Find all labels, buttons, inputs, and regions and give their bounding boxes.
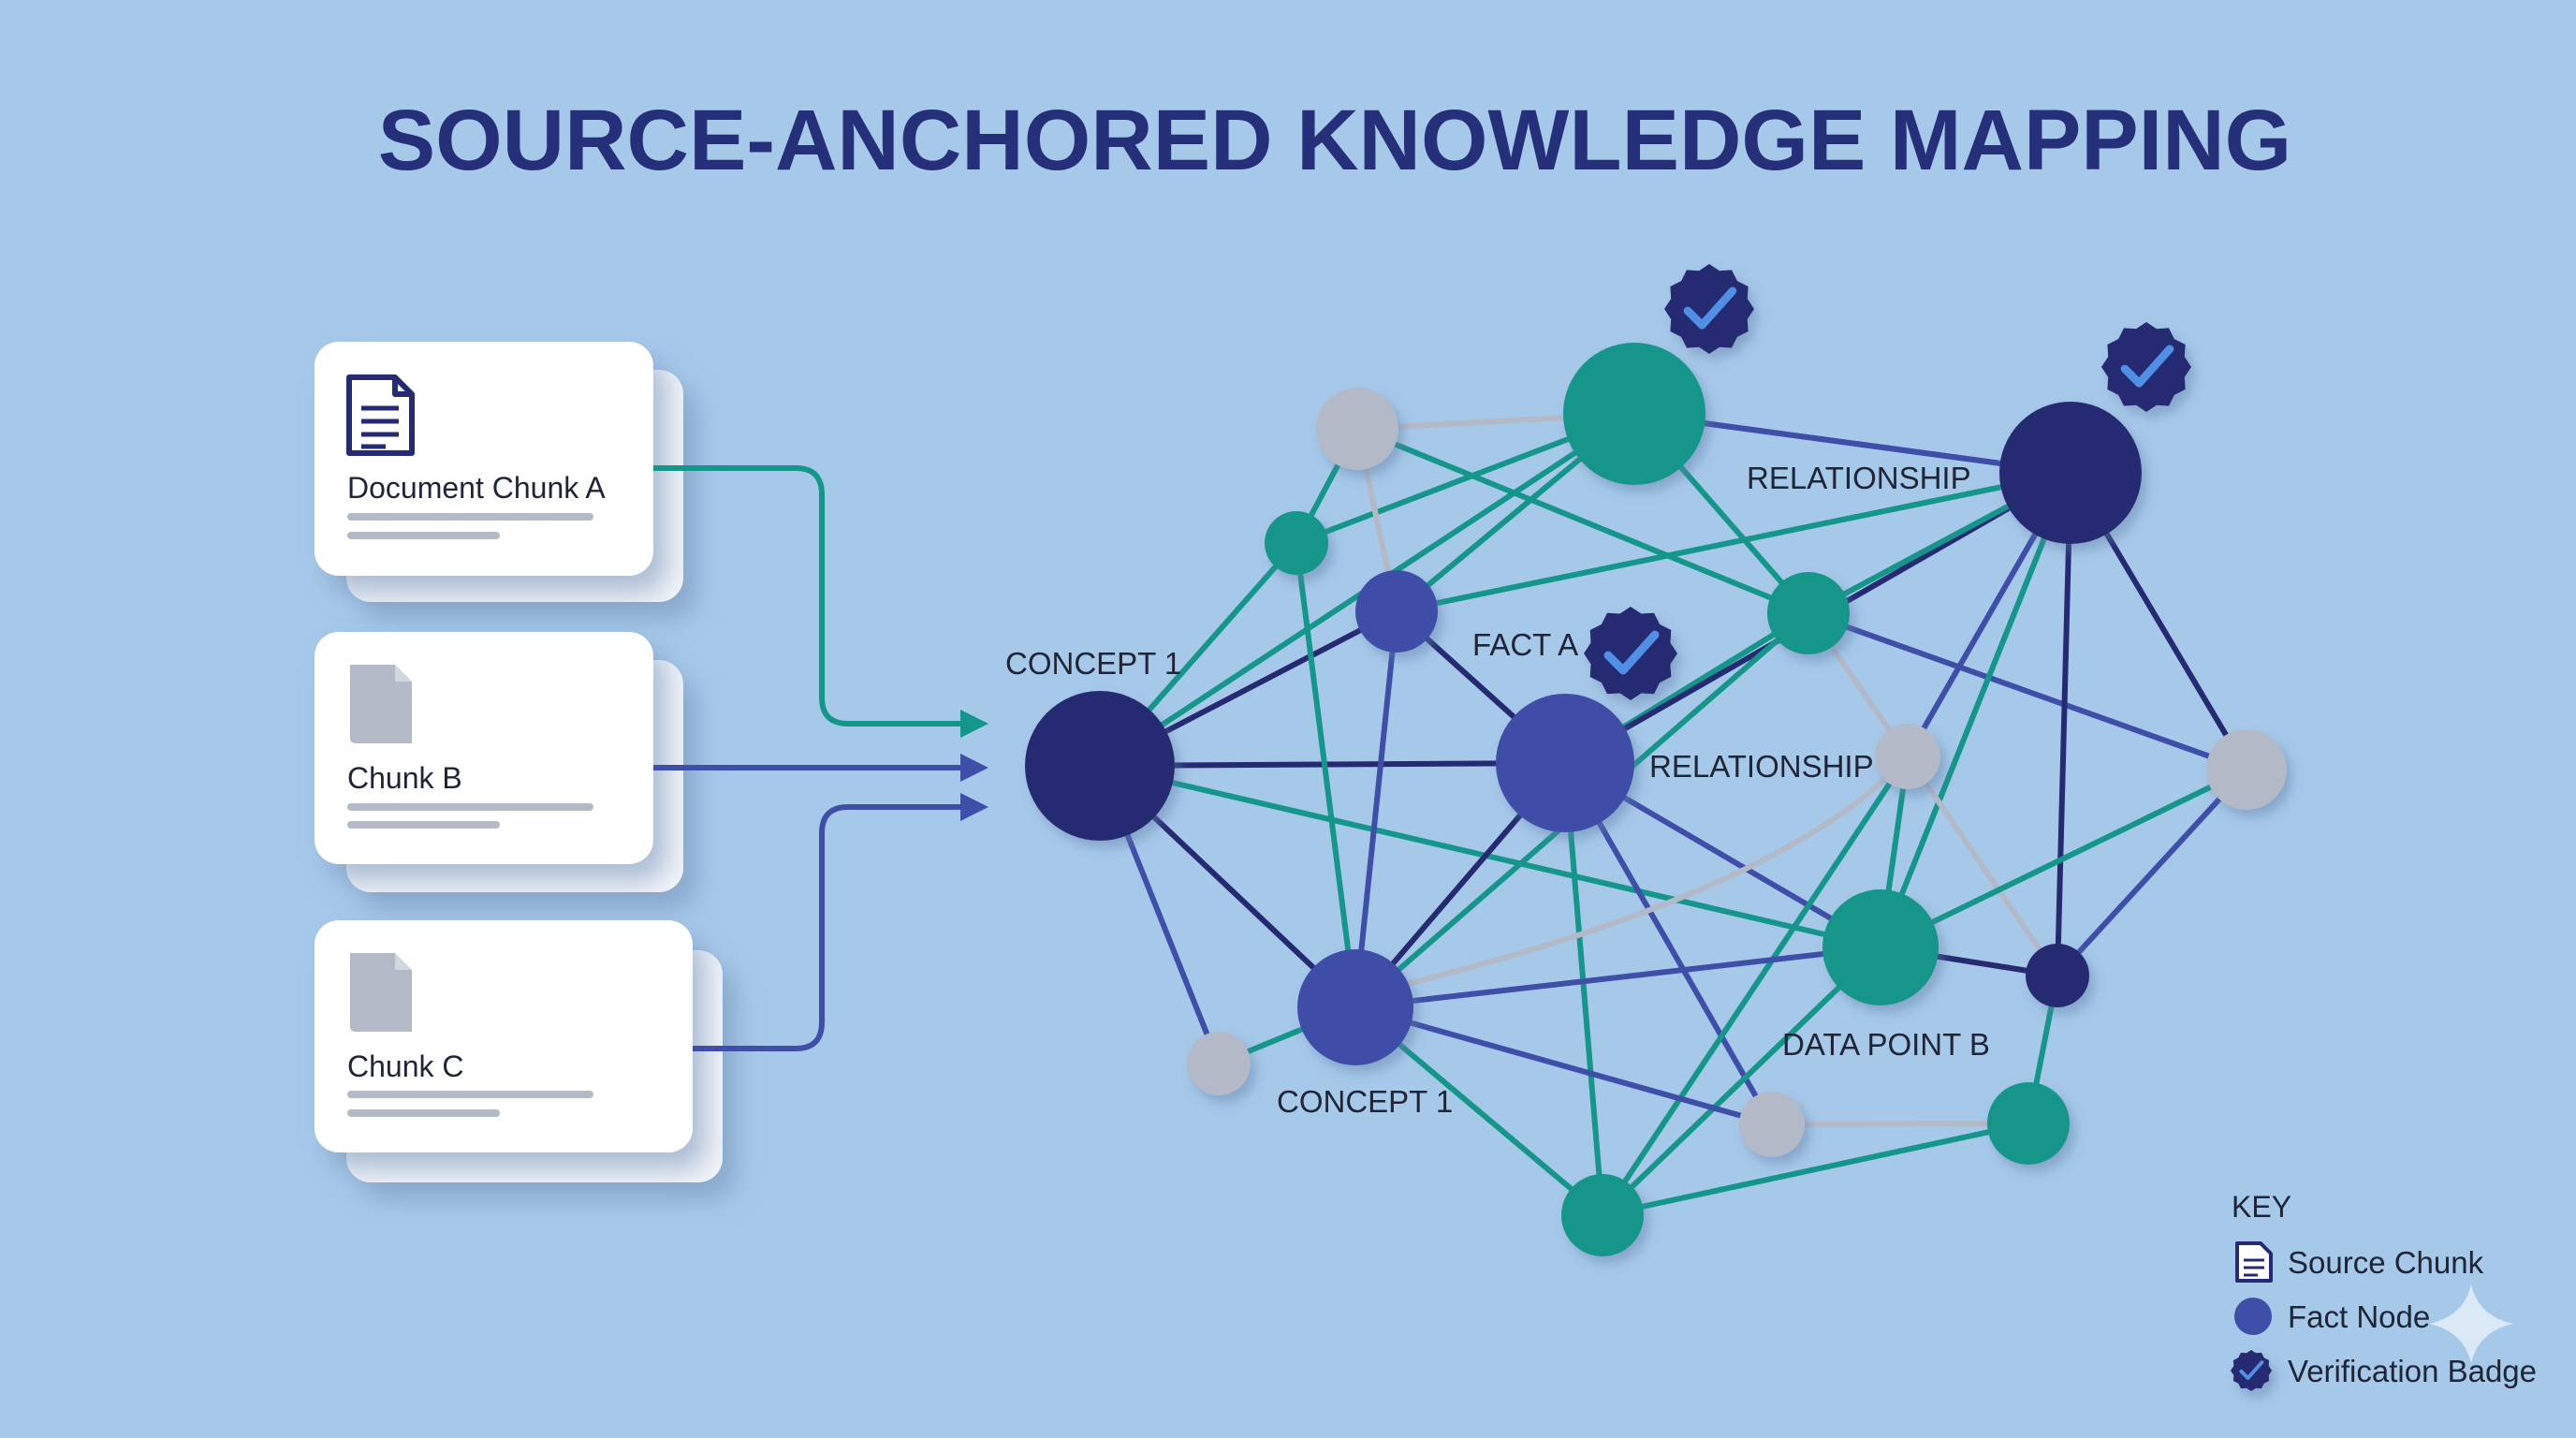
graph-node[interactable] xyxy=(1355,570,1438,653)
chunk-text-line xyxy=(347,821,500,829)
fact-node-icon xyxy=(2234,1298,2272,1335)
legend-item-fact-node: Fact Node xyxy=(2234,1298,2430,1335)
graph-edge xyxy=(1562,760,1775,1127)
chunk-card-c[interactable]: Chunk C xyxy=(315,920,723,1182)
verification-badge-icon xyxy=(2231,1350,2272,1391)
graph-edge xyxy=(1097,760,1568,769)
chunk-text-line xyxy=(347,1091,593,1098)
graph-node[interactable] xyxy=(1563,343,1705,485)
title-area: SOURCE-ANCHORED KNOWLEDGE MAPPING xyxy=(0,0,2576,215)
connector-chunk-a xyxy=(653,465,988,738)
graph-node[interactable] xyxy=(1297,949,1413,1065)
label-concept-main: CONCEPT 1 xyxy=(1005,646,1181,681)
graph-node[interactable] xyxy=(1187,1032,1251,1095)
graph-edge xyxy=(1600,945,1883,1218)
verification-badge-icon xyxy=(1664,264,1754,354)
chunk-text-line xyxy=(347,513,593,521)
graph-node[interactable] xyxy=(1496,694,1634,832)
document-lines-icon xyxy=(346,374,415,456)
label-relationship-top: RELATIONSHIP xyxy=(1747,461,1971,495)
verification-badge-icon xyxy=(2231,1350,2272,1391)
graph-node[interactable] xyxy=(2026,944,2089,1007)
verification-badge-icon xyxy=(2101,322,2191,412)
label-data-point-b: DATA POINT B xyxy=(1782,1027,1990,1062)
label-fact-a: FACT A xyxy=(1472,627,1578,662)
graph-node[interactable] xyxy=(1739,1092,1805,1157)
legend-label: Verification Badge xyxy=(2288,1354,2537,1388)
graph-edge xyxy=(2055,470,2073,978)
graph-node[interactable] xyxy=(1767,572,1850,654)
legend-title: KEY xyxy=(2232,1190,2291,1224)
graph-edge xyxy=(1878,767,2249,950)
graph-node[interactable] xyxy=(1265,511,1328,575)
legend-label: Fact Node xyxy=(2288,1299,2430,1334)
verification-badge-icon xyxy=(1584,607,1677,700)
graph-edge xyxy=(1878,470,2073,950)
label-concept-lower: CONCEPT 1 xyxy=(1277,1084,1453,1119)
graph-edge xyxy=(1600,1121,2031,1218)
graph-edge xyxy=(1394,470,2073,614)
node-labels: CONCEPT 1 FACT A RELATIONSHIP RELATIONSH… xyxy=(1005,461,1990,1119)
graph-edge xyxy=(1600,754,1910,1218)
document-lines-icon xyxy=(2235,1241,2273,1283)
graph-edge xyxy=(1354,426,1811,616)
source-chunks: Document Chunk A Chunk B Chunk C xyxy=(315,342,723,1182)
legend-item-verification-badge: Verification Badge xyxy=(2231,1350,2537,1391)
graph-edge xyxy=(1769,1121,2031,1127)
chunk-text-line xyxy=(347,532,500,539)
sparkle-icon xyxy=(2429,1284,2513,1363)
graph-edge xyxy=(1562,760,1605,1218)
legend-item-source-chunk: Source Chunk xyxy=(2235,1241,2484,1283)
document-gray-icon xyxy=(350,953,412,1032)
graph-nodes xyxy=(1025,343,2287,1256)
document-gray-icon xyxy=(350,665,412,743)
legend-label: Source Chunk xyxy=(2288,1245,2484,1280)
chunk-card-a[interactable]: Document Chunk A xyxy=(315,342,683,602)
connector-chunk-c xyxy=(693,793,988,1051)
chunk-label: Chunk B xyxy=(347,761,462,795)
legend: KEY Source Chunk Fact Node Verification … xyxy=(2231,1190,2537,1391)
graph-node[interactable] xyxy=(1875,724,1940,789)
graph-edge xyxy=(2055,767,2249,978)
verification-badges xyxy=(1584,264,2191,700)
graph-edge xyxy=(1353,609,1399,1010)
graph-edge xyxy=(1905,754,2060,978)
graph-edge xyxy=(1353,1005,1775,1127)
graph-edge xyxy=(1353,945,1883,1010)
label-relationship-mid: RELATIONSHIP xyxy=(1649,749,1874,784)
graph-node[interactable] xyxy=(1316,388,1398,470)
chunk-label: Chunk C xyxy=(347,1049,464,1083)
graph-edge xyxy=(1294,540,1358,1010)
chunk-label: Document Chunk A xyxy=(347,471,606,505)
graph-node[interactable] xyxy=(1025,691,1175,841)
chunk-card-b[interactable]: Chunk B xyxy=(315,632,683,892)
graph-node[interactable] xyxy=(1561,1174,1644,1256)
graph-node[interactable] xyxy=(2206,729,2287,810)
chunk-text-line xyxy=(347,803,593,811)
graph-node[interactable] xyxy=(1822,889,1939,1005)
graph-edge xyxy=(1806,610,2249,772)
page-title: SOURCE-ANCHORED KNOWLEDGE MAPPING xyxy=(377,93,2292,188)
graph-edge xyxy=(1097,763,1883,950)
chunk-text-line xyxy=(347,1109,500,1117)
graph-edge xyxy=(1632,411,2073,476)
chunk-connectors xyxy=(653,465,988,1051)
graph-edge xyxy=(1353,754,1910,999)
graph-node[interactable] xyxy=(1999,402,2142,544)
graph-node[interactable] xyxy=(1987,1082,2070,1165)
